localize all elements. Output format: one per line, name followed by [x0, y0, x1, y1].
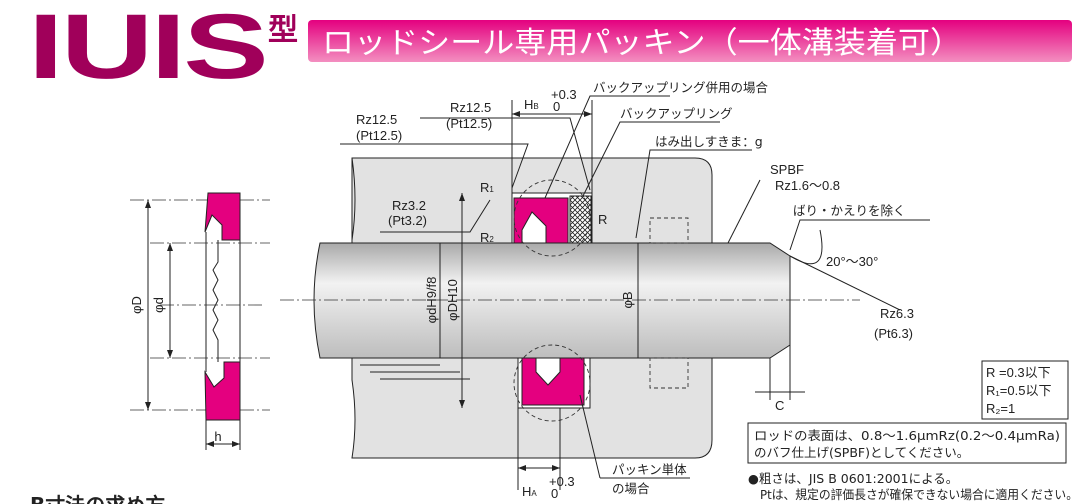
- label-extrusion-gap: はみ出しすきま：g: [655, 134, 763, 149]
- footnote-2: Ptは、規定の評価長さが確保できない場合に適用ください。: [760, 487, 1078, 502]
- label-pt125-b: (Pt12.5): [446, 116, 492, 131]
- label-spbf: SPBF: [770, 162, 804, 177]
- radius-r1: R₁=0.5以下: [986, 383, 1051, 398]
- footnote-1: ●粗さは、JIS B 0601:2001による。: [748, 471, 958, 486]
- backup-ring: [569, 195, 592, 244]
- radius-box: [981, 360, 1069, 420]
- label-rz32: Rz3.2: [392, 198, 426, 213]
- label-rz125-b: Rz12.5: [450, 100, 491, 115]
- seal-lower: [521, 357, 585, 406]
- label-deburr: ばり・かえりを除く: [793, 203, 906, 218]
- label-backup-combined: バックアップリング併用の場合: [593, 80, 769, 95]
- dim-phi-D-h10: φDH10: [445, 279, 460, 321]
- label-pt63: (Pt6.3): [874, 326, 913, 341]
- label-ha-tol-plus: +0.3: [549, 474, 575, 489]
- radius-r2: R₂=1: [986, 401, 1015, 416]
- seal-section-view: [130, 192, 270, 450]
- label-r2: R2: [480, 230, 494, 245]
- dim-phi-D: φD: [129, 296, 144, 314]
- label-hb-tol-plus: +0.3: [551, 87, 577, 102]
- assembly-view: [280, 95, 930, 490]
- label-ha: HA: [522, 484, 537, 499]
- section-heading: B寸法の求め方: [30, 493, 165, 504]
- dim-phi-d: φd: [151, 297, 166, 313]
- label-packing-only: パッキン単体: [612, 462, 687, 477]
- model-suffix: 型: [268, 13, 298, 48]
- label-packing-only-2: の場合: [612, 481, 650, 496]
- label-pt32: (Pt3.2): [388, 213, 427, 228]
- surface-note-line1: ロッドの表面は、0.8～1.6μmRz(0.2～0.4μmRa): [754, 428, 1060, 443]
- label-r: R: [598, 212, 607, 227]
- label-pt125-a: (Pt12.5): [356, 128, 402, 143]
- radius-r: R =0.3以下: [986, 365, 1051, 380]
- model-name: IUIS: [28, 0, 266, 98]
- label-hb: HB: [524, 97, 539, 112]
- rod: [313, 242, 791, 359]
- label-rz63: Rz6.3: [880, 306, 914, 321]
- seal-bottom: [204, 361, 241, 421]
- surface-note-box: [747, 422, 1067, 464]
- label-r1: R1: [480, 180, 494, 195]
- dim-h: h: [214, 429, 221, 444]
- label-hb-tol-zero: 0: [553, 99, 560, 114]
- seal-upper: [513, 197, 569, 244]
- seal-top: [204, 192, 241, 241]
- label-ha-tol-zero: 0: [551, 486, 558, 501]
- dim-phi-B: φB: [620, 291, 635, 308]
- surface-note-line2: のバフ仕上げ(SPBF)としてください。: [754, 445, 969, 460]
- label-chamfer-angle: 20°～30°: [826, 254, 878, 269]
- label-backup-ring: バックアップリング: [620, 106, 733, 121]
- title-banner: [308, 20, 1072, 62]
- page-title: ロッドシール専用パッキン（一体溝装着可）: [322, 26, 962, 61]
- label-rz125-a: Rz12.5: [356, 112, 397, 127]
- label-rz-rod: Rz1.6～0.8: [775, 178, 840, 193]
- dim-c: C: [775, 398, 784, 413]
- dim-phi-d-h9f8: φdH9/f8: [424, 277, 439, 324]
